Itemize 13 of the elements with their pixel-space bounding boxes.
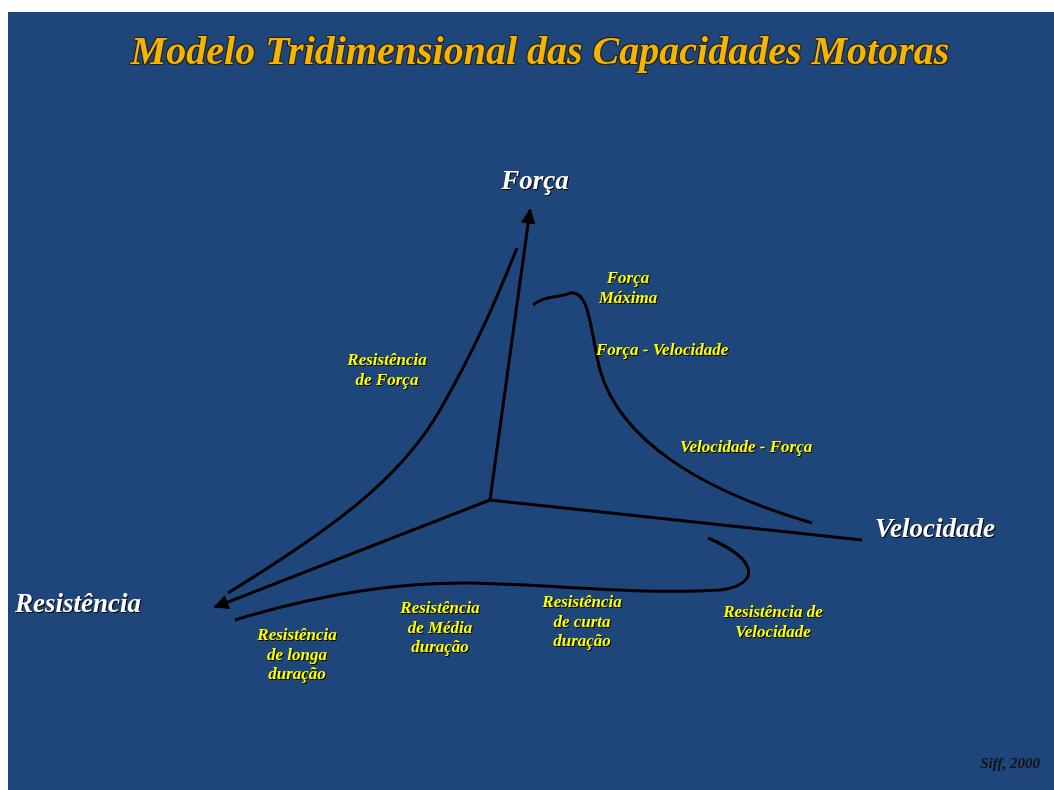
capacity-label: Resistência de curta duração: [542, 592, 622, 651]
capacity-label: Resistência de Média duração: [400, 598, 480, 657]
capacity-label: Resistência de Velocidade: [722, 602, 824, 642]
capacity-label: Força - Velocidade: [596, 340, 729, 360]
capacity-label: Resistência de Força: [347, 350, 427, 390]
capacity-label: Força Máxima: [598, 268, 658, 308]
capacity-label: Resistência de longa duração: [257, 625, 337, 684]
axis-label: Velocidade: [875, 513, 995, 545]
axis-label: Resistência: [15, 588, 141, 620]
axis-label: Força: [501, 165, 569, 197]
title: Modelo Tridimensional das Capacidades Motoras: [129, 30, 951, 72]
capacity-label: Velocidade - Força: [680, 437, 813, 457]
source-citation: Siff, 2000: [980, 755, 1040, 773]
